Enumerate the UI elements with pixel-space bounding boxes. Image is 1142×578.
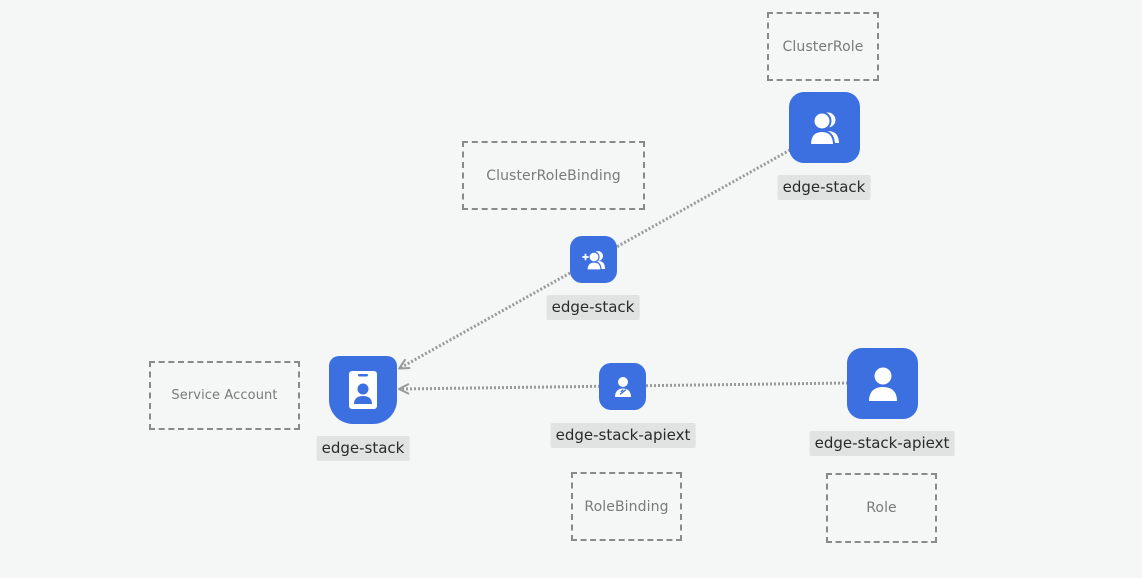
rolebinding-node[interactable] [599,363,646,410]
rolebinding-type-box: RoleBinding [571,472,682,541]
role-node[interactable] [847,348,918,419]
serviceaccount-node-label[interactable]: edge-stack [316,436,410,461]
clusterrolebinding-node[interactable] [570,236,617,283]
clusterrole-node[interactable] [789,92,860,163]
clusterrolebinding-node-label[interactable]: edge-stack [546,295,640,320]
role-node-label[interactable]: edge-stack-apiext [809,431,955,456]
users-icon [808,110,841,146]
user-link-icon [614,376,631,397]
rolebinding-node-label[interactable]: edge-stack-apiext [550,423,696,448]
clusterrolebinding-type-box: ClusterRoleBinding [462,141,645,210]
role-type-label: Role [866,500,897,516]
edge-clusterrole-to-serviceaccount [400,148,791,368]
clusterrole-type-box: ClusterRole [767,12,879,81]
id-badge-icon [349,371,377,409]
serviceaccount-node[interactable] [329,356,397,424]
serviceaccount-type-label: Service Account [171,388,278,403]
role-type-box: Role [826,473,937,543]
serviceaccount-type-box: Service Account [149,361,300,430]
clusterrolebinding-type-label: ClusterRoleBinding [486,167,621,184]
clusterrole-node-label[interactable]: edge-stack [777,175,871,200]
rolebinding-type-label: RoleBinding [584,498,669,515]
clusterrole-type-label: ClusterRole [782,38,864,55]
user-icon [868,367,897,401]
user-add-icon [581,250,605,271]
